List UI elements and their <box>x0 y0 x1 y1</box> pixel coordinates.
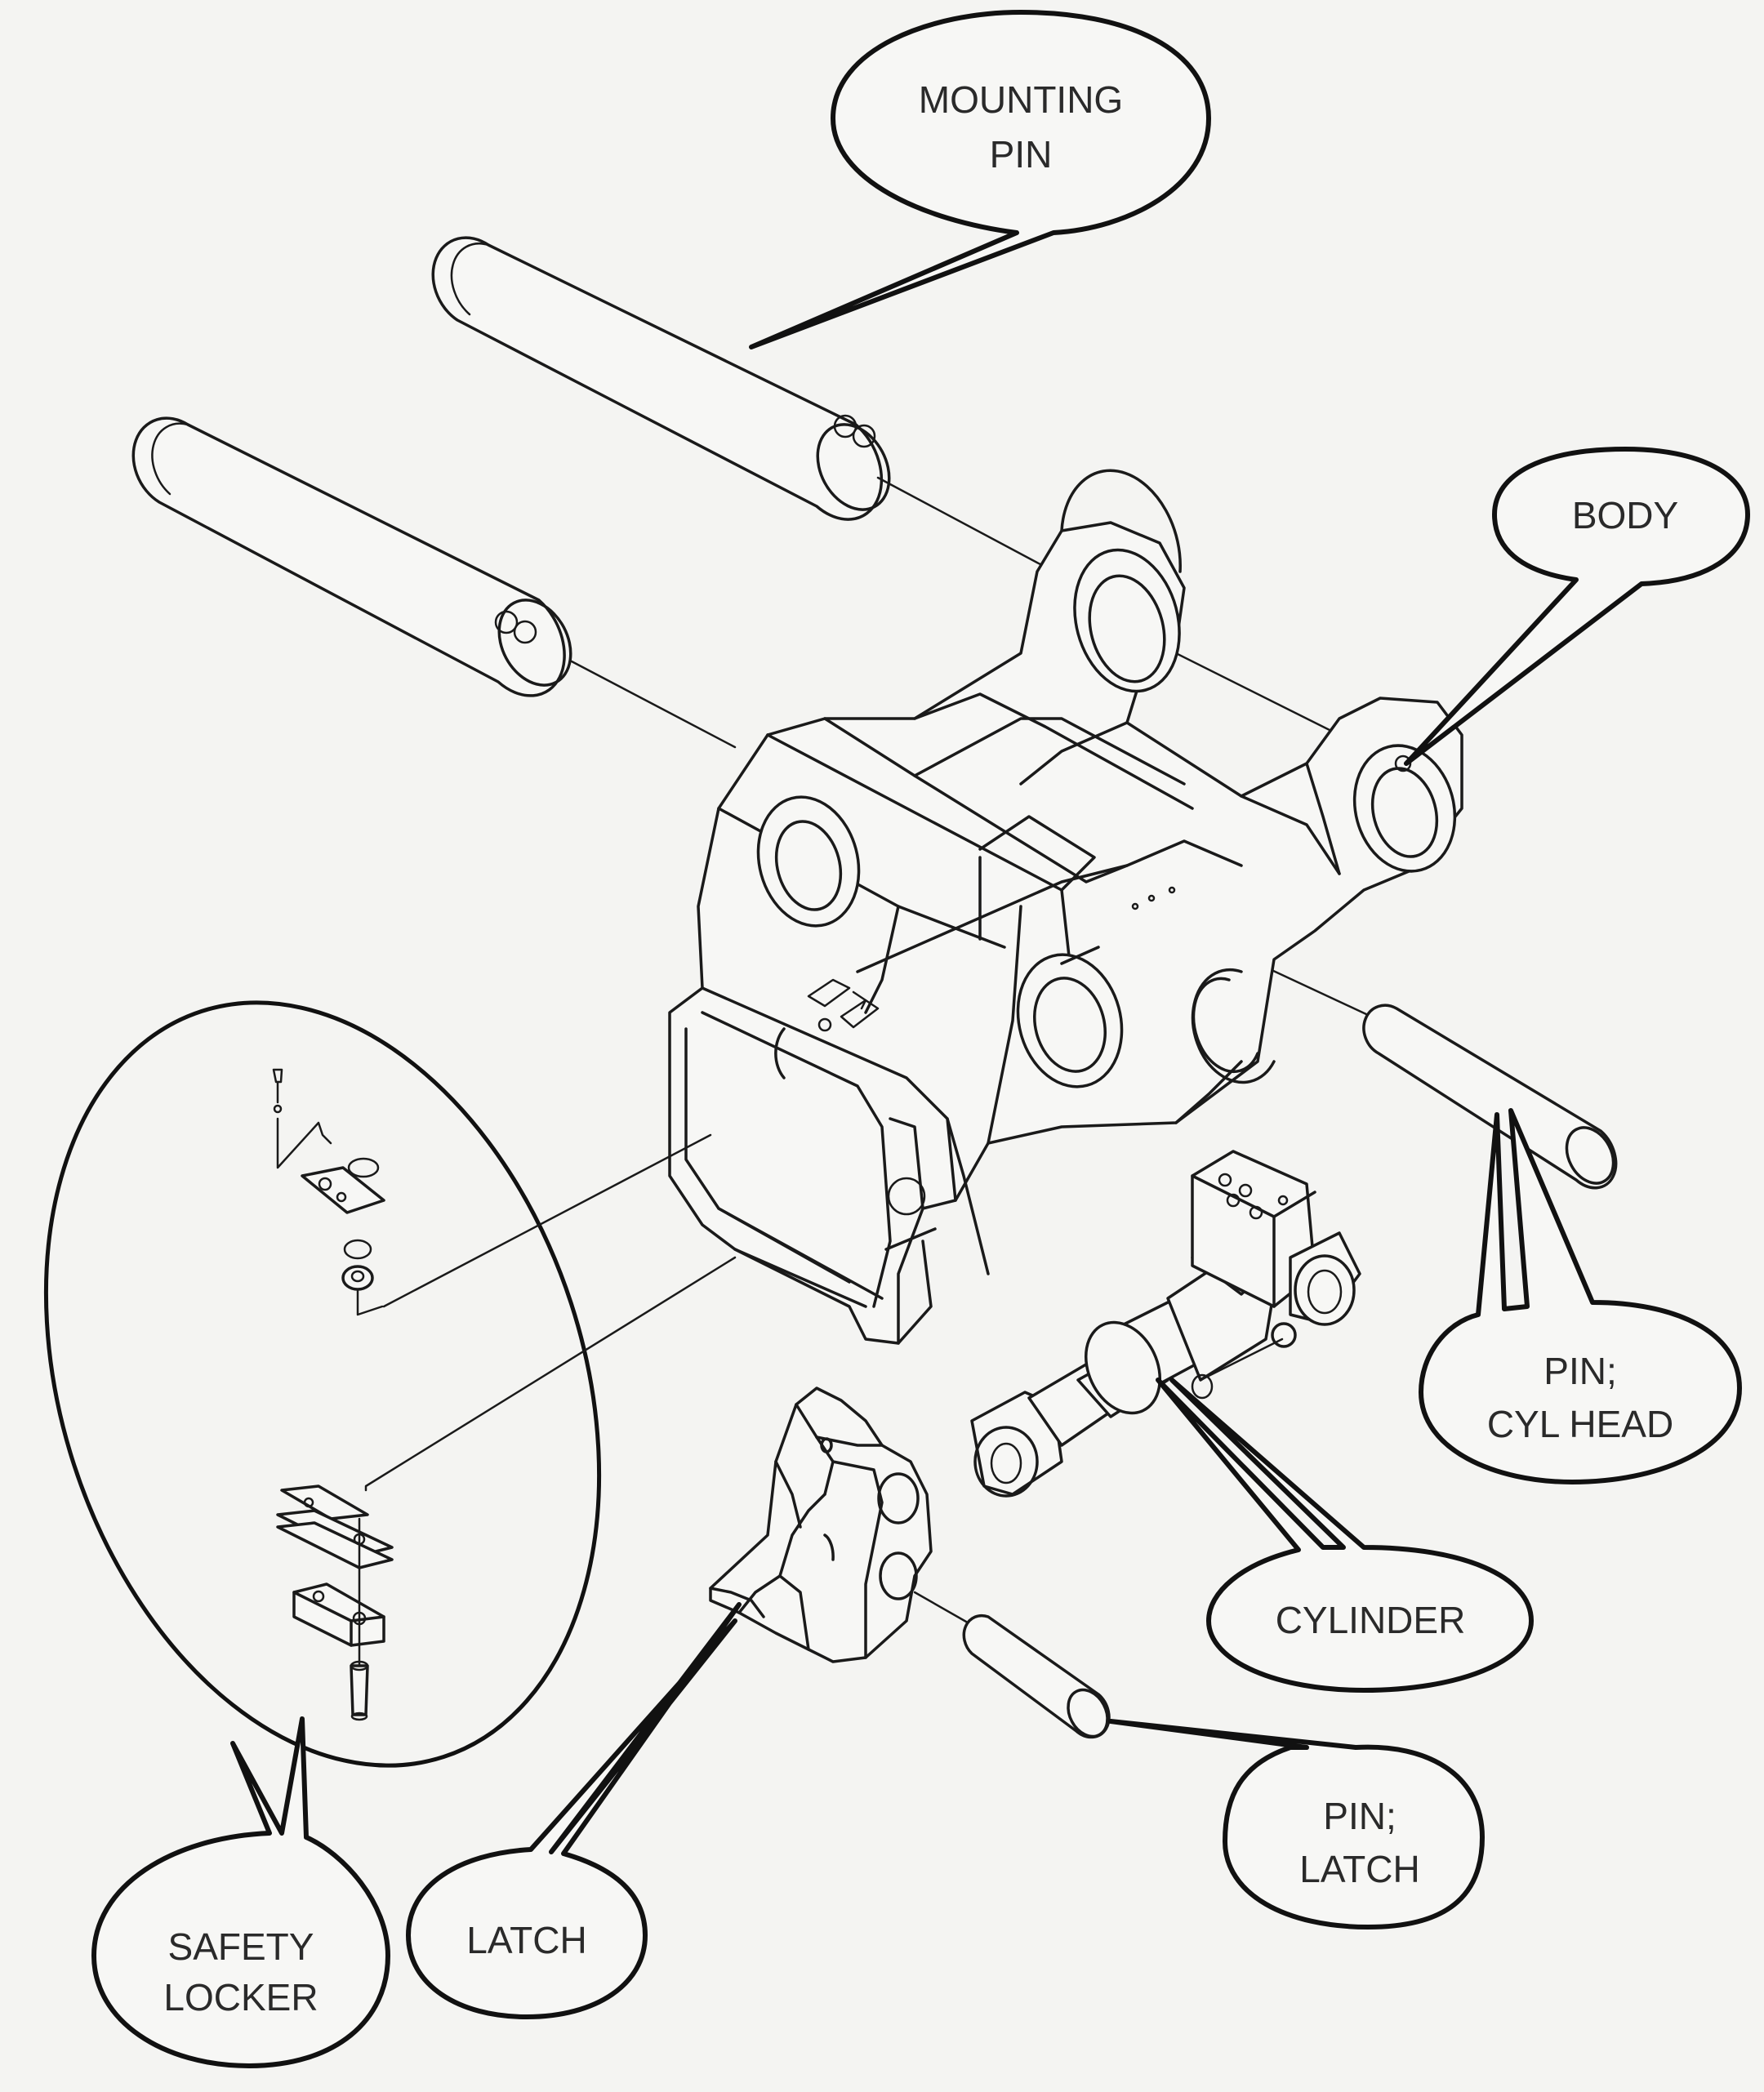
safety-locker-detail <box>43 1000 737 1768</box>
coupler-body <box>668 469 1463 1345</box>
lower-mounting-pin <box>131 416 572 697</box>
callout-safety-locker: SAFETY LOCKER <box>91 1716 390 2068</box>
upper-mounting-pin <box>431 236 891 521</box>
callout-pin-cyl-head-line2: CYL HEAD <box>1487 1403 1673 1445</box>
callout-pin-cyl-head-line1: PIN; <box>1544 1350 1616 1392</box>
callout-latch-line1: LATCH <box>466 1919 586 1961</box>
callout-cylinder-line1: CYLINDER <box>1276 1599 1466 1641</box>
callout-safety-locker-line2: LOCKER <box>163 1976 318 2019</box>
callout-body: BODY <box>1404 447 1750 766</box>
callout-pin-latch-line1: PIN; <box>1323 1795 1396 1837</box>
callout-mounting-pin-line1: MOUNTING <box>919 78 1123 121</box>
callout-body-line1: BODY <box>1572 494 1678 536</box>
cylinder-head-pin <box>1362 1004 1618 1190</box>
callout-mounting-pin: MOUNTING PIN <box>749 10 1211 349</box>
callout-cylinder: CYLINDER <box>1156 1378 1534 1693</box>
callout-safety-locker-line1: SAFETY <box>168 1925 314 1968</box>
callout-mounting-pin-line2: PIN <box>990 133 1053 176</box>
callout-latch: LATCH <box>406 1602 742 2019</box>
latch-pin <box>962 1614 1111 1739</box>
callout-pin-cyl-head: PIN; CYL HEAD <box>1419 1108 1742 1484</box>
hydraulic-cylinder <box>970 1150 1361 1498</box>
callout-pin-latch-line2: LATCH <box>1299 1848 1419 1890</box>
latch <box>709 1387 973 1663</box>
callout-pin-latch: PIN; LATCH <box>1108 1719 1485 1930</box>
